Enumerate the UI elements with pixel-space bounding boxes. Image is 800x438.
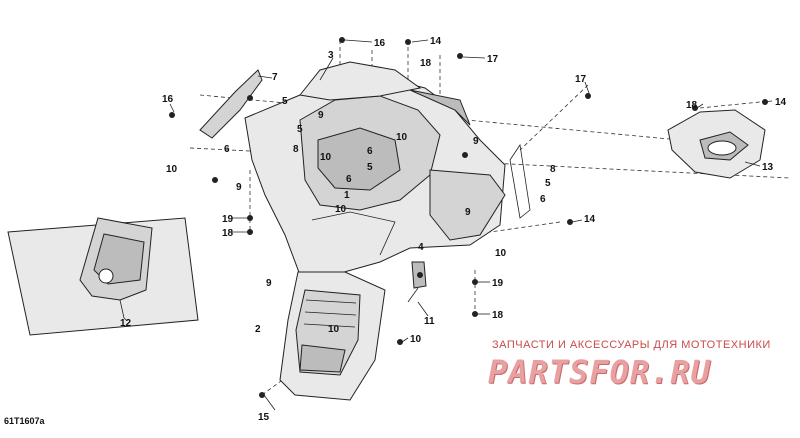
callout-label: 2 bbox=[255, 324, 261, 335]
callout-label: 10 bbox=[396, 132, 408, 143]
callout-label: 6 bbox=[367, 146, 373, 157]
callout-label: 11 bbox=[424, 316, 435, 327]
callout-label: 14 bbox=[775, 97, 787, 108]
inset-panel-12 bbox=[7, 217, 199, 336]
callout-label: 6 bbox=[346, 174, 352, 185]
callout-label: 9 bbox=[266, 278, 272, 289]
callout-label: 19 bbox=[222, 214, 234, 225]
right-guard-13 bbox=[667, 109, 766, 179]
callout-label: 10 bbox=[410, 334, 422, 345]
callout-label: 14 bbox=[584, 214, 596, 225]
callout-label: 6 bbox=[224, 144, 230, 155]
callout-label: 18 bbox=[420, 58, 432, 69]
callout-label: 4 bbox=[418, 242, 424, 253]
watermark-logo: PARTSFOR.RU bbox=[488, 353, 711, 391]
left-bracket-7 bbox=[199, 69, 273, 139]
callout-label: 3 bbox=[328, 50, 334, 61]
callout-label: 10 bbox=[335, 204, 347, 215]
callout-label: 9 bbox=[465, 207, 471, 218]
callout-label: 13 bbox=[762, 162, 774, 173]
callout-label: 19 bbox=[492, 278, 504, 289]
callout-label: 16 bbox=[162, 94, 174, 105]
main-fender-body bbox=[244, 61, 531, 277]
callout-label: 5 bbox=[545, 178, 551, 189]
callout-label: 8 bbox=[293, 144, 299, 155]
callout-label: 5 bbox=[367, 162, 373, 173]
callout-label: 9 bbox=[236, 182, 242, 193]
callout-label: 16 bbox=[374, 38, 386, 49]
callout-labels: 16 3 14 18 17 7 16 5 9 10 6 8 10 10 6 5 … bbox=[120, 36, 787, 423]
callout-label: 9 bbox=[318, 110, 324, 121]
callout-label: 18 bbox=[492, 310, 504, 321]
callout-label: 18 bbox=[222, 228, 234, 239]
fasteners bbox=[169, 37, 768, 398]
callout-label: 5 bbox=[297, 124, 303, 135]
callout-leaders bbox=[123, 39, 773, 411]
latch-11 bbox=[407, 261, 427, 303]
callout-label: 1 bbox=[344, 190, 350, 201]
callout-label: 7 bbox=[272, 72, 278, 83]
lower-fender-2 bbox=[279, 271, 386, 401]
callout-label: 10 bbox=[320, 152, 332, 163]
callout-label: 17 bbox=[575, 74, 587, 85]
callout-label: 8 bbox=[550, 164, 556, 175]
callout-label: 14 bbox=[430, 36, 442, 47]
callout-label: 18 bbox=[686, 100, 698, 111]
callout-label: 6 bbox=[540, 194, 546, 205]
callout-label: 15 bbox=[258, 412, 270, 423]
callout-label: 9 bbox=[473, 136, 479, 147]
watermark-tagline: ЗАПЧАСТИ И АКСЕССУАРЫ ДЛЯ МОТОТЕХНИКИ bbox=[492, 339, 771, 351]
callout-label: 10 bbox=[495, 248, 507, 259]
callout-label: 10 bbox=[328, 324, 340, 335]
callout-label: 12 bbox=[120, 318, 132, 329]
drawing-code: 61T1607a bbox=[4, 416, 45, 426]
callout-label: 17 bbox=[487, 54, 499, 65]
callout-label: 5 bbox=[282, 96, 288, 107]
callout-label: 10 bbox=[166, 164, 178, 175]
